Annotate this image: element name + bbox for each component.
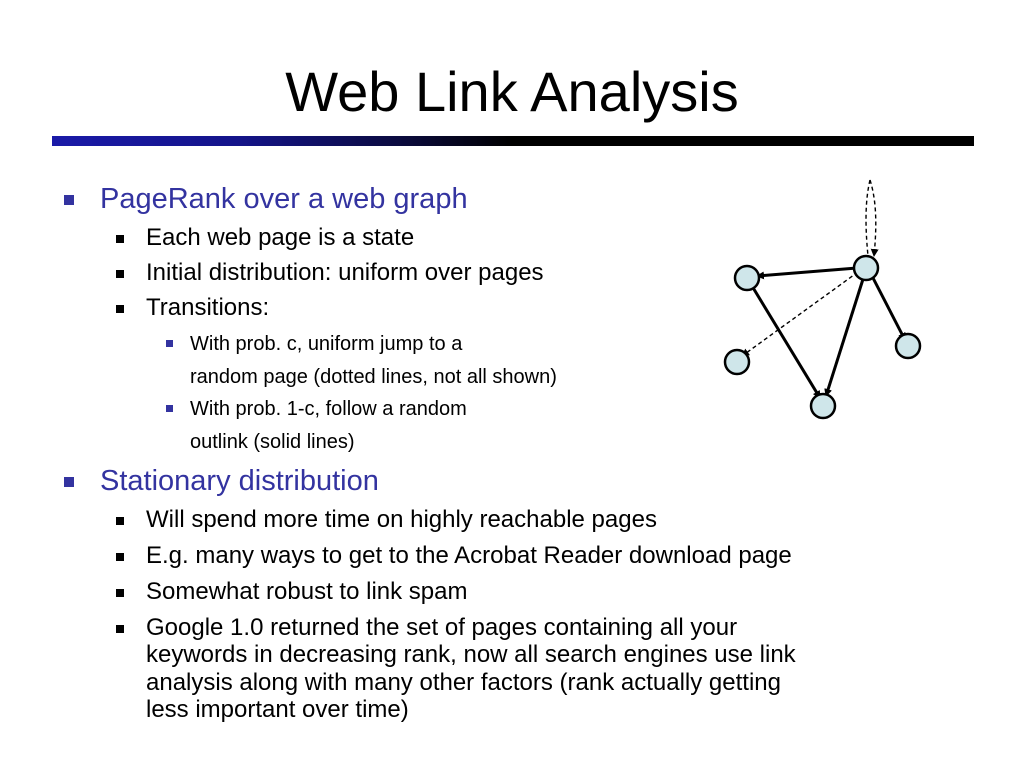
dotted-jump-loop [865,179,871,257]
bullet-reachable-pages: Will spend more time on highly reachable… [146,506,657,533]
title-divider-accent [52,136,512,146]
bullet-uniform-jump-line2: random page (dotted lines, not all shown… [190,366,557,388]
graph-node-far-left [723,348,751,376]
bullet-pagerank: PageRank over a web graph [100,183,468,215]
bullet-square-icon [166,340,173,347]
dotted-jump-loop-arrow [869,179,879,257]
bullet-square-icon [64,477,74,487]
dotted-jump-edge [741,271,859,357]
bullet-acrobat-example: E.g. many ways to get to the Acrobat Rea… [146,542,792,569]
bullet-uniform-jump-line1: With prob. c, uniform jump to a [190,333,463,355]
bullet-follow-outlink-line2: outlink (solid lines) [190,431,355,453]
graph-node-bottom [809,392,837,420]
web-graph-diagram [723,179,922,420]
solid-link-top-to-right [870,275,907,341]
bullet-link-spam: Somewhat robust to link spam [146,578,468,605]
graph-node-top-right [852,254,880,282]
bullet-square-icon [116,305,124,313]
bullet-square-icon [116,625,124,633]
bullet-follow-outlink-line1: With prob. 1-c, follow a random [190,398,467,420]
bullet-square-icon [116,270,124,278]
bullet-square-icon [116,517,124,525]
bullet-transitions: Transitions: [146,294,270,321]
bullet-web-page-state: Each web page is a state [146,224,415,251]
title-divider [52,136,974,146]
bullet-square-icon [166,405,173,412]
bullet-square-icon [116,235,124,243]
bullet-square-icon [116,589,124,597]
bullet-stationary-distribution: Stationary distribution [100,465,379,497]
bullet-square-icon [64,195,74,205]
graph-node-left [733,264,761,292]
bullet-google-line2: keywords in decreasing rank, now all sea… [146,641,796,668]
solid-link-left-to-bottom [750,285,822,399]
bullet-google-line3: analysis along with many other factors (… [146,669,781,696]
bullet-square-icon [116,553,124,561]
page-title: Web Link Analysis [285,60,739,123]
solid-link-top-to-bottom [824,275,866,397]
graph-node-right [894,332,922,360]
bullet-google-line1: Google 1.0 returned the set of pages con… [146,614,738,641]
bullet-initial-distribution: Initial distribution: uniform over pages [146,259,544,286]
bullet-google-line4: less important over time) [146,696,409,723]
solid-link-top-to-left [756,266,858,280]
